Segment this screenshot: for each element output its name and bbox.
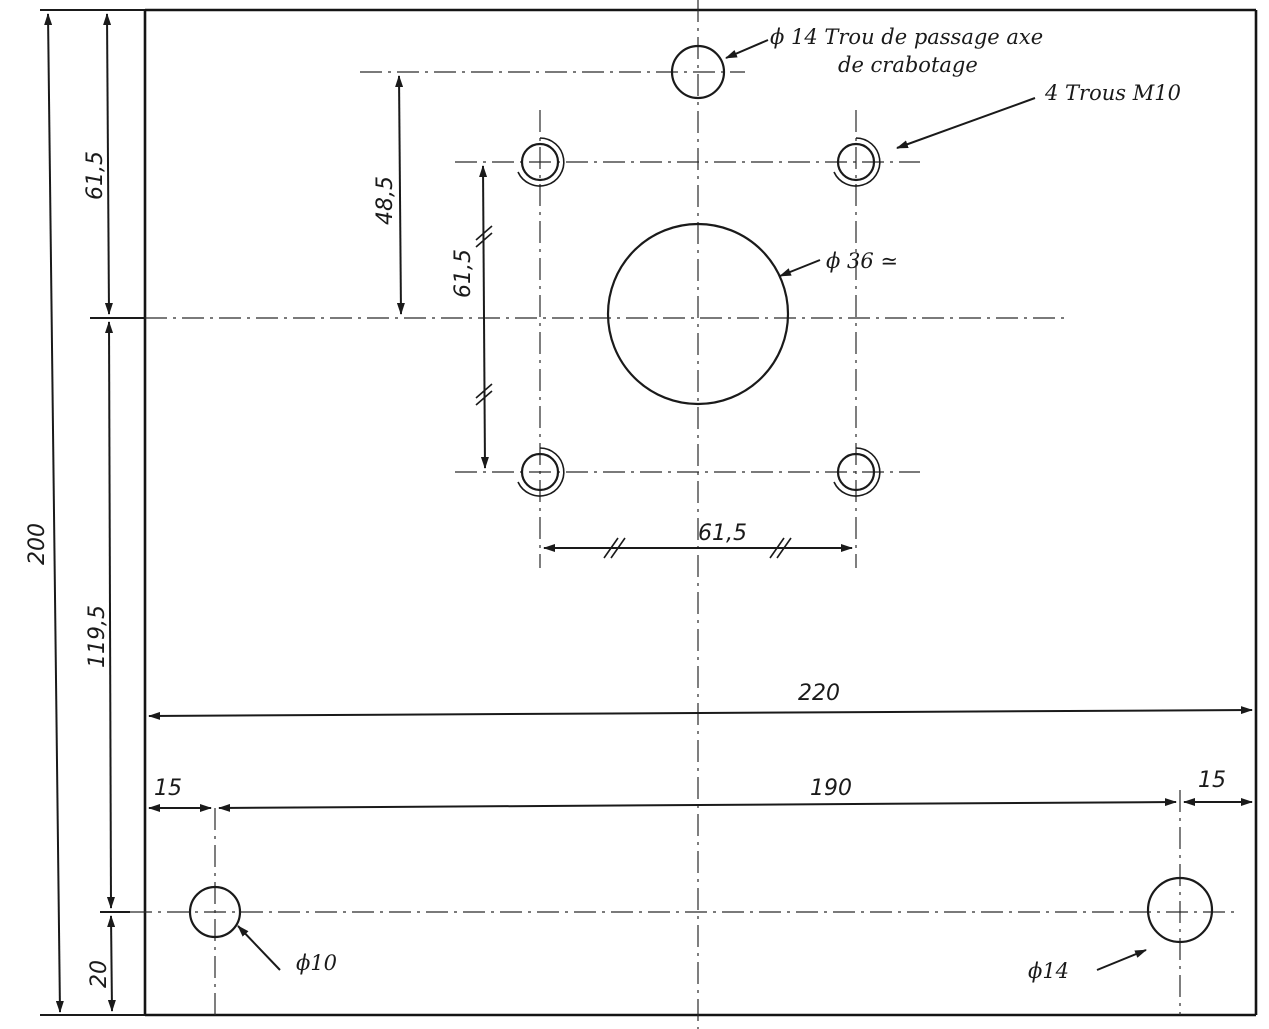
- callout-tapped-holes: 4 Trous M10: [1044, 81, 1181, 105]
- bottom-left-hole: [188, 885, 242, 939]
- dim-overall-height: 200: [25, 523, 50, 565]
- tapped-hole-top-right: [833, 137, 881, 187]
- plate-outline: [143, 8, 1258, 1017]
- equal-marks: [475, 225, 792, 559]
- dim-bottom-offset: 20: [87, 960, 112, 988]
- dim-axis-to-bottom: 119,5: [85, 605, 110, 668]
- center-lines: [130, 0, 1235, 1029]
- dim-square-horizontal: 61,5: [698, 521, 747, 546]
- callout-bottom-left-hole: ϕ10: [296, 951, 337, 975]
- dim-overall-width: 220: [798, 681, 840, 706]
- dim-edge-right: 15: [1198, 768, 1226, 793]
- tapped-hole-bottom-right: [833, 447, 881, 497]
- leader-lines: [237, 39, 1147, 971]
- callout-bottom-right-hole: ϕ14: [1028, 959, 1069, 983]
- dim-top-hole-to-axis: 48,5: [373, 176, 398, 225]
- top-passage-hole: [670, 44, 726, 100]
- dim-hole-spacing: 190: [810, 776, 852, 801]
- callout-top-hole-2: de crabotage: [838, 53, 978, 77]
- dim-square-vertical: 61,5: [451, 249, 476, 298]
- dimension-lines: [40, 9, 1253, 1016]
- callout-center-bore: ϕ 36 ≃: [826, 249, 898, 273]
- tapped-hole-bottom-left: [517, 447, 565, 497]
- callout-top-hole-1: ϕ 14 Trou de passage axe: [770, 25, 1043, 49]
- center-bore: [606, 222, 790, 406]
- bottom-right-hole: [1146, 876, 1214, 944]
- dim-top-to-axis: 61,5: [83, 151, 108, 200]
- tapped-hole-top-left: [517, 137, 565, 187]
- dim-edge-left: 15: [154, 776, 182, 801]
